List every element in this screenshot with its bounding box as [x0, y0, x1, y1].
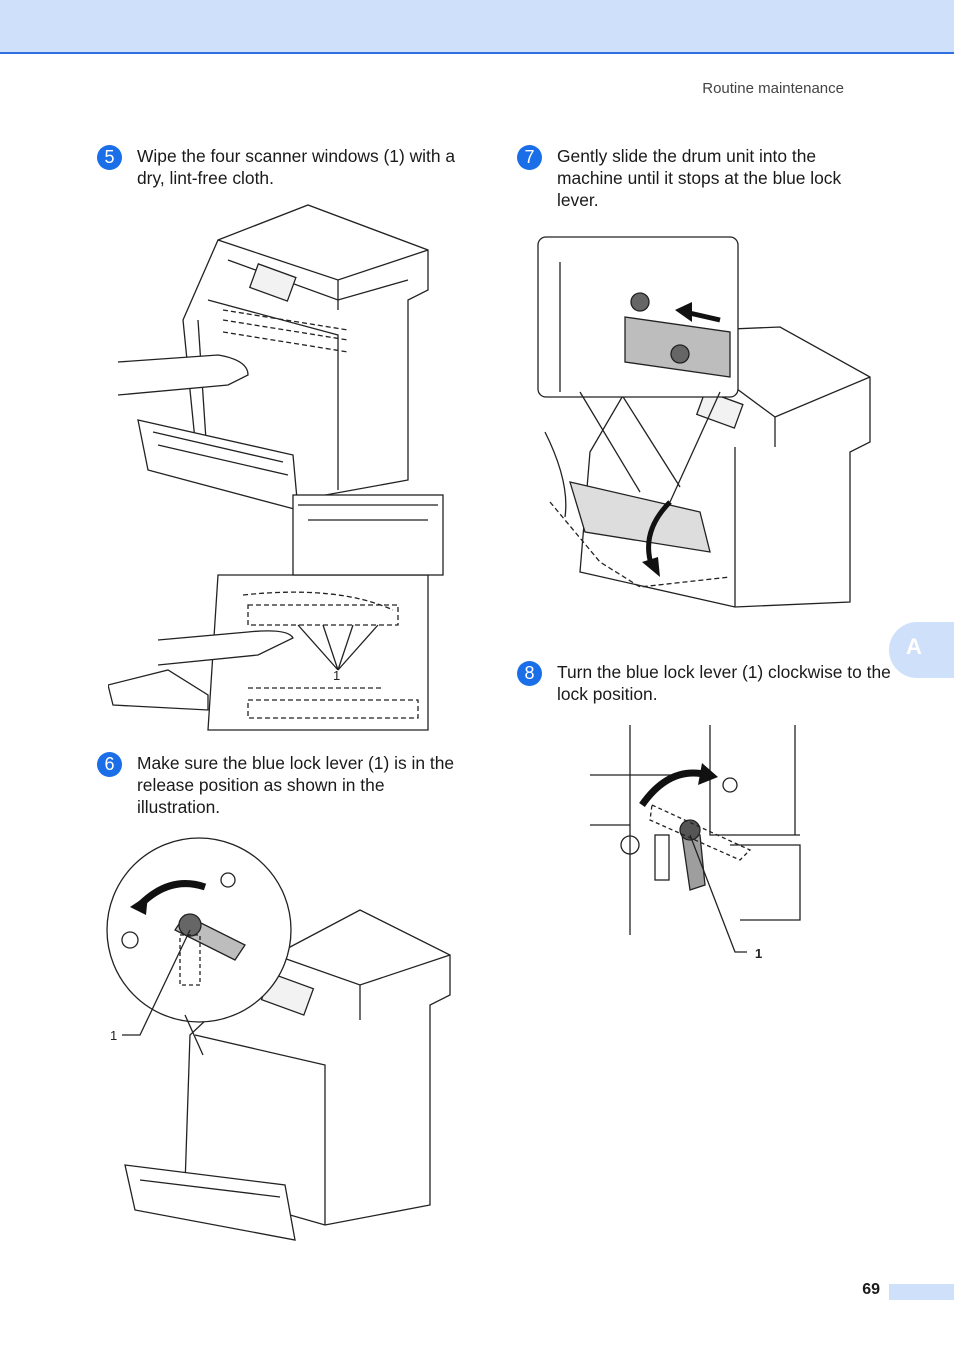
drum-unit-insert-illustration	[520, 232, 875, 637]
header-band	[0, 0, 954, 54]
step-number-badge: 7	[517, 145, 542, 170]
callout-label: 1	[110, 1028, 117, 1043]
appendix-tab-label: A	[906, 634, 922, 659]
step-instruction: Gently slide the drum unit into the mach…	[557, 146, 842, 210]
page-number-bar	[889, 1284, 954, 1300]
lock-lever-lock-illustration: 1	[590, 725, 805, 970]
callout-label: 1	[755, 946, 762, 961]
step-number-badge: 6	[97, 752, 122, 777]
section-title: Routine maintenance	[702, 80, 844, 97]
step-6: 6 Make sure the blue lock lever (1) is i…	[97, 752, 477, 822]
step-number-badge: 5	[97, 145, 122, 170]
step-instruction: Turn the blue lock lever (1) clockwise t…	[557, 662, 891, 704]
step-5: 5 Wipe the four scanner windows (1) with…	[97, 145, 477, 195]
callout-label: 1	[333, 668, 340, 683]
step-instruction: Wipe the four scanner windows (1) with a…	[137, 146, 455, 188]
step-7: 7 Gently slide the drum unit into the ma…	[517, 145, 897, 215]
lock-lever-release-illustration: 1	[100, 835, 455, 1250]
scanner-windows-illustration: 1	[108, 200, 453, 740]
step-8: 8 Turn the blue lock lever (1) clockwise…	[517, 661, 897, 711]
step-number-badge: 8	[517, 661, 542, 686]
step-instruction: Make sure the blue lock lever (1) is in …	[137, 753, 455, 817]
page-number: 69	[862, 1281, 880, 1298]
appendix-tab: A	[889, 622, 954, 678]
